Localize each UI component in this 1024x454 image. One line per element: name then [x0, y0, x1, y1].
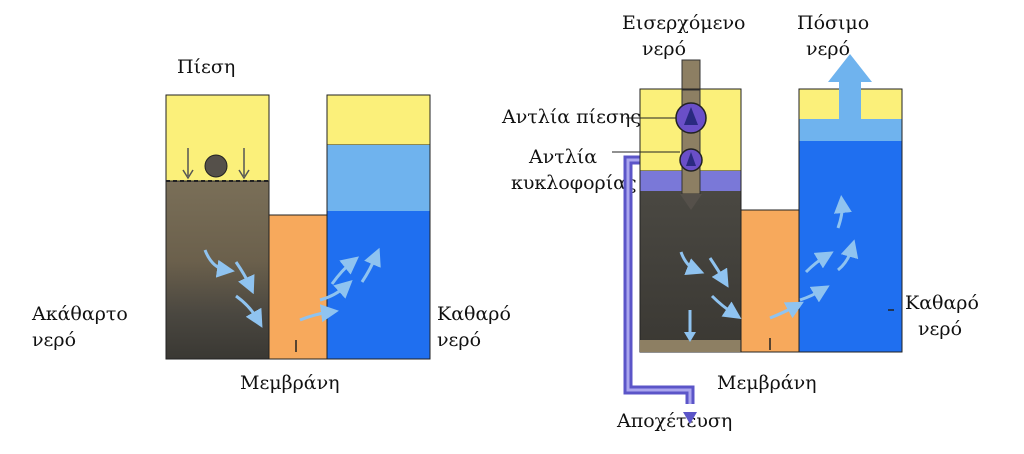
left-clean-water-label-line1: Καθαρό [437, 303, 511, 325]
drinking-water-outlet [839, 80, 861, 120]
impure-water-label-line1: Ακάθαρτο [32, 303, 128, 325]
left-clean-water-label-line2: νερό [437, 329, 482, 351]
drainage-label: Αποχέτευση [617, 410, 733, 432]
right-membrane [740, 209, 800, 353]
right-diagram [612, 54, 903, 424]
pressure-pump-label: Αντλία πίεσης [502, 106, 641, 128]
circulation-pump-label-line1: Αντλία [529, 146, 598, 168]
incoming-pipe [681, 59, 701, 91]
drinking-water-label-line1: Πόσιμο [797, 12, 870, 34]
piston-weight [204, 154, 228, 178]
right-clean-water-label-line2: νερό [918, 318, 963, 340]
right-flow-arrows [679, 195, 859, 320]
circulation-pump-label-line2: κυκλοφορίας [511, 172, 637, 194]
left-membrane-label: Μεμβράνη [240, 372, 340, 394]
right-membrane-label: Μεμβράνη [717, 372, 817, 394]
right-clean-light [799, 119, 902, 141]
impure-water-label-line2: νερό [32, 329, 77, 351]
left-diagram [165, 94, 431, 360]
incoming-water-label-line2: νερό [642, 38, 687, 60]
incoming-water-label-line1: Εισερχόμενο [622, 12, 746, 34]
right-clean-water [799, 141, 902, 352]
right-clean-water-label-line1: Καθαρό [905, 292, 979, 314]
drinking-water-label-line2: νερό [806, 38, 851, 60]
pressure-label: Πίεση [177, 56, 236, 78]
left-flow-arrows [203, 247, 381, 328]
left-clean-light [327, 145, 430, 211]
